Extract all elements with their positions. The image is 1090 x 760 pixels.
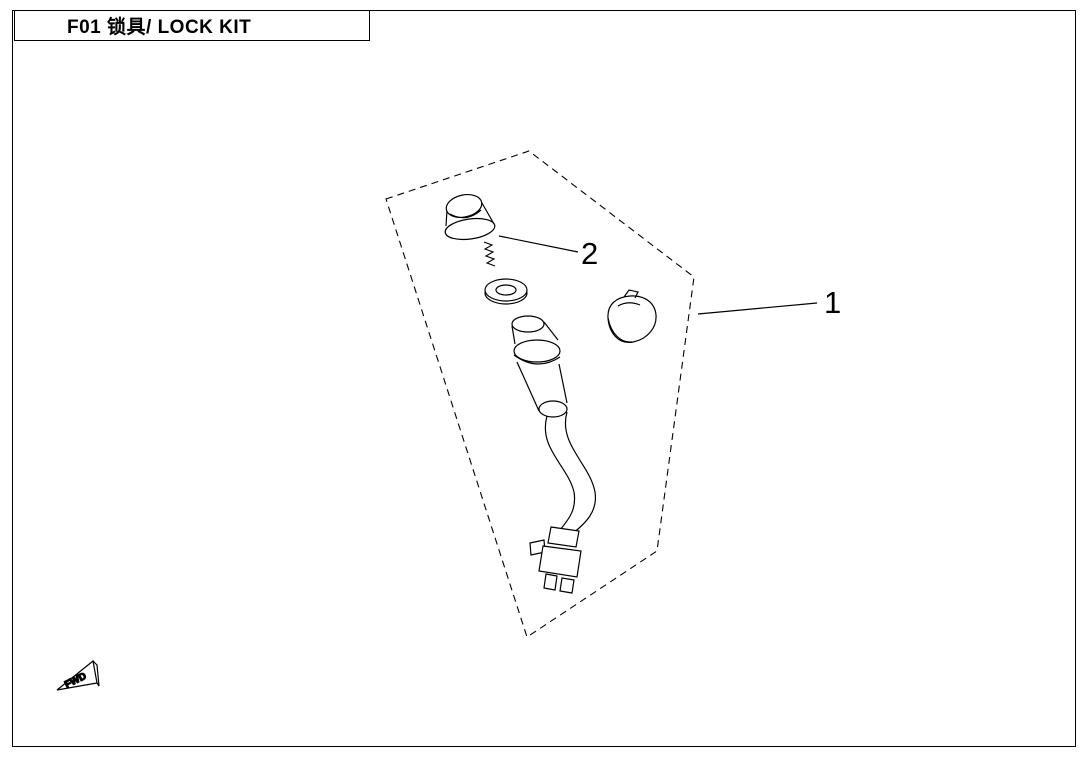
callout-1-label: 1	[824, 285, 841, 320]
washer	[484, 278, 528, 305]
ignition-switch-body	[511, 315, 568, 418]
callout-1-line	[697, 302, 818, 315]
callout-1: 1	[697, 285, 841, 320]
lock-kit-boundary	[385, 150, 695, 638]
callout-2-line	[498, 235, 579, 253]
callout-2: 2	[498, 235, 598, 271]
threaded-stem	[483, 241, 496, 267]
diagram-title-box: F01 锁具/ LOCK KIT	[14, 10, 370, 41]
callout-2-label: 2	[581, 236, 598, 271]
diagram-title: F01 锁具/ LOCK KIT	[67, 17, 252, 38]
page-border	[12, 10, 1076, 747]
key-knob	[444, 194, 496, 241]
rubber-cap	[607, 289, 657, 344]
wire-harness	[544, 411, 597, 535]
fwd-label: FWD	[63, 671, 88, 691]
fwd-arrow-icon: FWD	[56, 659, 100, 691]
connector	[529, 526, 582, 594]
